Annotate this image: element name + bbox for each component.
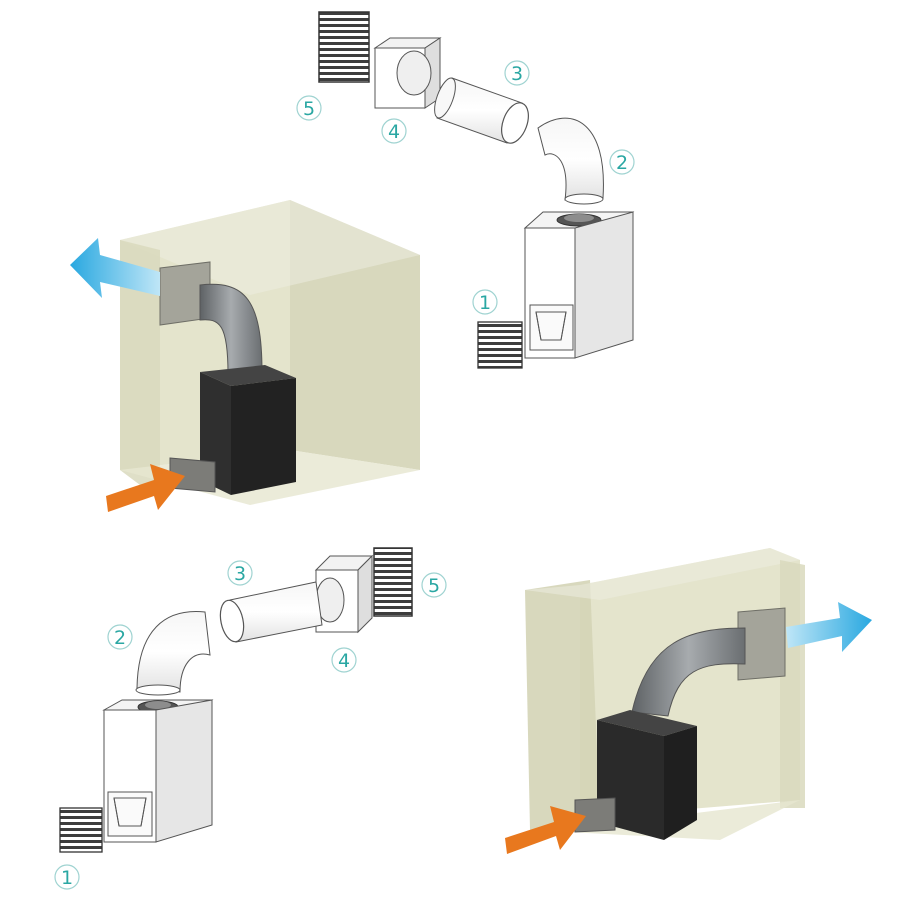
svg-text:5: 5	[428, 575, 440, 597]
installed-view-left	[70, 200, 420, 512]
intake-grille	[477, 321, 523, 369]
callout-2: 2	[609, 149, 635, 175]
upper-exploded-kit: 5 4 3 2 1	[296, 11, 635, 369]
intake-grille	[59, 807, 103, 853]
callout-1: 1	[472, 289, 498, 315]
installed-view-right	[505, 548, 872, 854]
straight-duct	[434, 77, 529, 144]
callout-5: 5	[421, 572, 447, 598]
wall-sleeve	[314, 554, 374, 634]
callout-5: 5	[296, 95, 322, 121]
callout-4: 4	[381, 118, 407, 144]
wall-grille	[373, 547, 413, 617]
svg-text:2: 2	[616, 152, 628, 174]
exhaust-arrow	[70, 238, 160, 298]
svg-text:1: 1	[61, 867, 73, 889]
callout-1: 1	[54, 864, 80, 890]
svg-text:2: 2	[114, 627, 126, 649]
svg-text:5: 5	[303, 98, 315, 120]
callout-3: 3	[227, 560, 253, 586]
duct-bend	[537, 117, 604, 205]
duct-bend	[135, 611, 211, 696]
callout-3: 3	[504, 60, 530, 86]
svg-text:4: 4	[338, 650, 350, 672]
exhaust-arrow	[786, 602, 872, 652]
svg-text:3: 3	[234, 563, 246, 585]
intake-arrow	[505, 806, 586, 854]
lower-exploded-kit: 3 5 2 4 1	[54, 547, 447, 890]
svg-text:4: 4	[388, 121, 400, 143]
ventilation-unit	[523, 211, 635, 359]
wall-grille	[318, 11, 370, 83]
ventilation-unit	[102, 699, 214, 843]
intake-arrow	[106, 464, 185, 512]
callout-4: 4	[331, 647, 357, 673]
svg-text:1: 1	[479, 292, 491, 314]
callout-2: 2	[107, 624, 133, 650]
straight-duct	[219, 581, 323, 643]
wall-sleeve	[373, 37, 442, 109]
svg-text:3: 3	[511, 63, 523, 85]
installed-unit	[200, 365, 296, 495]
